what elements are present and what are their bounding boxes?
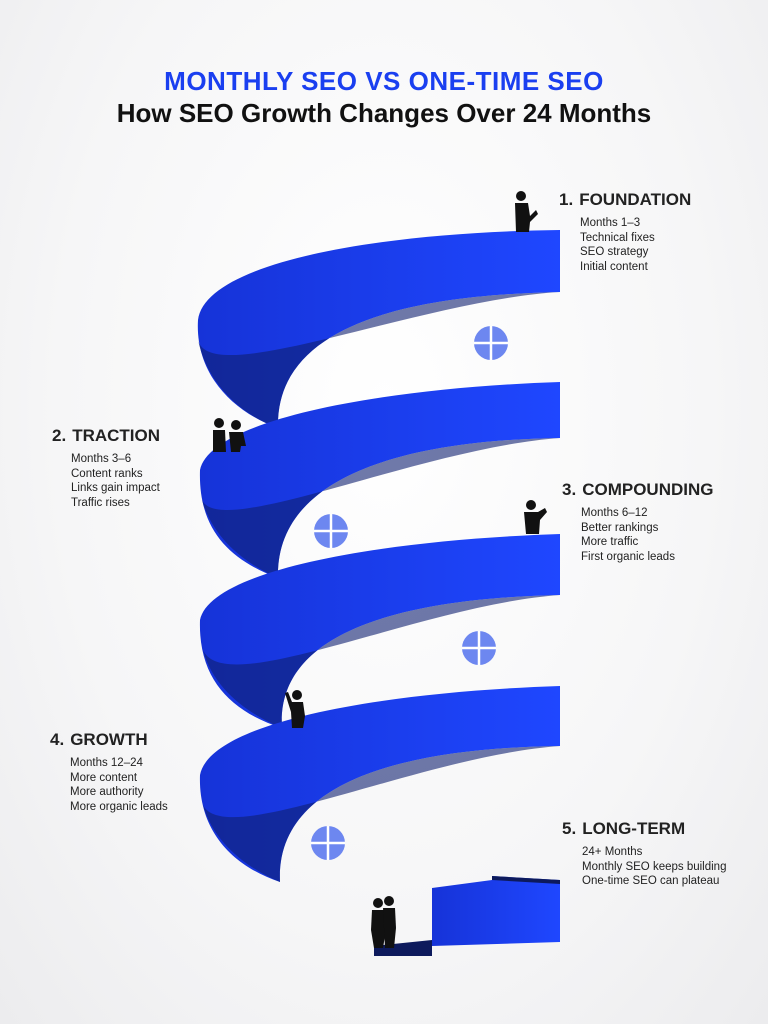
step-line: Technical fixes bbox=[580, 231, 655, 244]
globe-icon bbox=[311, 826, 345, 860]
step-growth: 4. GROWTH Months 12–24 More content More… bbox=[50, 730, 250, 814]
step-line: Initial content bbox=[580, 260, 648, 273]
step-number: 1. bbox=[559, 190, 574, 209]
step-line: Links gain impact bbox=[71, 482, 160, 494]
person-silhouette-icon bbox=[285, 690, 305, 728]
spiral-turn-3 bbox=[199, 534, 560, 728]
step-title: TRACTION bbox=[72, 426, 161, 445]
step-line: One-time SEO can plateau bbox=[582, 875, 720, 887]
person-silhouette-icon bbox=[371, 896, 396, 948]
step-line: First organic leads bbox=[581, 550, 675, 563]
step-title: LONG-TERM bbox=[582, 819, 686, 838]
step-line: Content ranks bbox=[71, 467, 143, 480]
globe-icon bbox=[474, 326, 508, 360]
step-compounding: 3. COMPOUNDING Months 6–12 Better rankin… bbox=[562, 480, 762, 564]
step-line: Better rankings bbox=[581, 521, 659, 534]
spiral-turn-2 bbox=[199, 382, 560, 578]
spiral-final-step bbox=[374, 876, 560, 956]
step-line: More organic leads bbox=[70, 800, 168, 813]
step-long-term: 5. LONG-TERM 24+ Months Monthly SEO keep… bbox=[562, 819, 762, 889]
globe-icon bbox=[462, 631, 496, 665]
spiral-turn-1 bbox=[197, 230, 560, 428]
step-number: 3. bbox=[562, 480, 577, 499]
step-line: Months 6–12 bbox=[581, 507, 648, 519]
step-title: COMPOUNDING bbox=[582, 480, 714, 499]
step-line: Months 1–3 bbox=[580, 217, 641, 229]
person-silhouette-icon bbox=[213, 418, 246, 452]
person-silhouette-icon bbox=[524, 500, 547, 534]
step-traction: 2. TRACTION Months 3–6 Content ranks Lin… bbox=[52, 426, 252, 510]
step-line: More traffic bbox=[581, 536, 639, 548]
globe-icon bbox=[314, 514, 348, 548]
page-title: MONTHLY SEO VS ONE-TIME SEO bbox=[164, 66, 604, 96]
step-line: More authority bbox=[70, 786, 144, 798]
step-line: 24+ Months bbox=[582, 846, 643, 858]
step-number: 5. bbox=[562, 819, 577, 838]
step-line: SEO strategy bbox=[580, 246, 649, 258]
page-subtitle: How SEO Growth Changes Over 24 Months bbox=[116, 98, 652, 128]
step-foundation: 1. FOUNDATION Months 1–3 Technical fixes… bbox=[559, 190, 759, 274]
step-line: More content bbox=[70, 771, 138, 784]
step-title: FOUNDATION bbox=[579, 190, 692, 209]
step-number: 2. bbox=[52, 426, 67, 445]
step-line: Traffic rises bbox=[71, 496, 130, 509]
step-line: Months 12–24 bbox=[70, 757, 143, 769]
step-number: 4. bbox=[50, 730, 65, 749]
step-title: GROWTH bbox=[70, 730, 148, 749]
step-line: Months 3–6 bbox=[71, 453, 132, 465]
person-silhouette-icon bbox=[515, 191, 538, 232]
spiral-turn-4 bbox=[199, 686, 560, 882]
step-line: Monthly SEO keeps building bbox=[582, 860, 727, 873]
